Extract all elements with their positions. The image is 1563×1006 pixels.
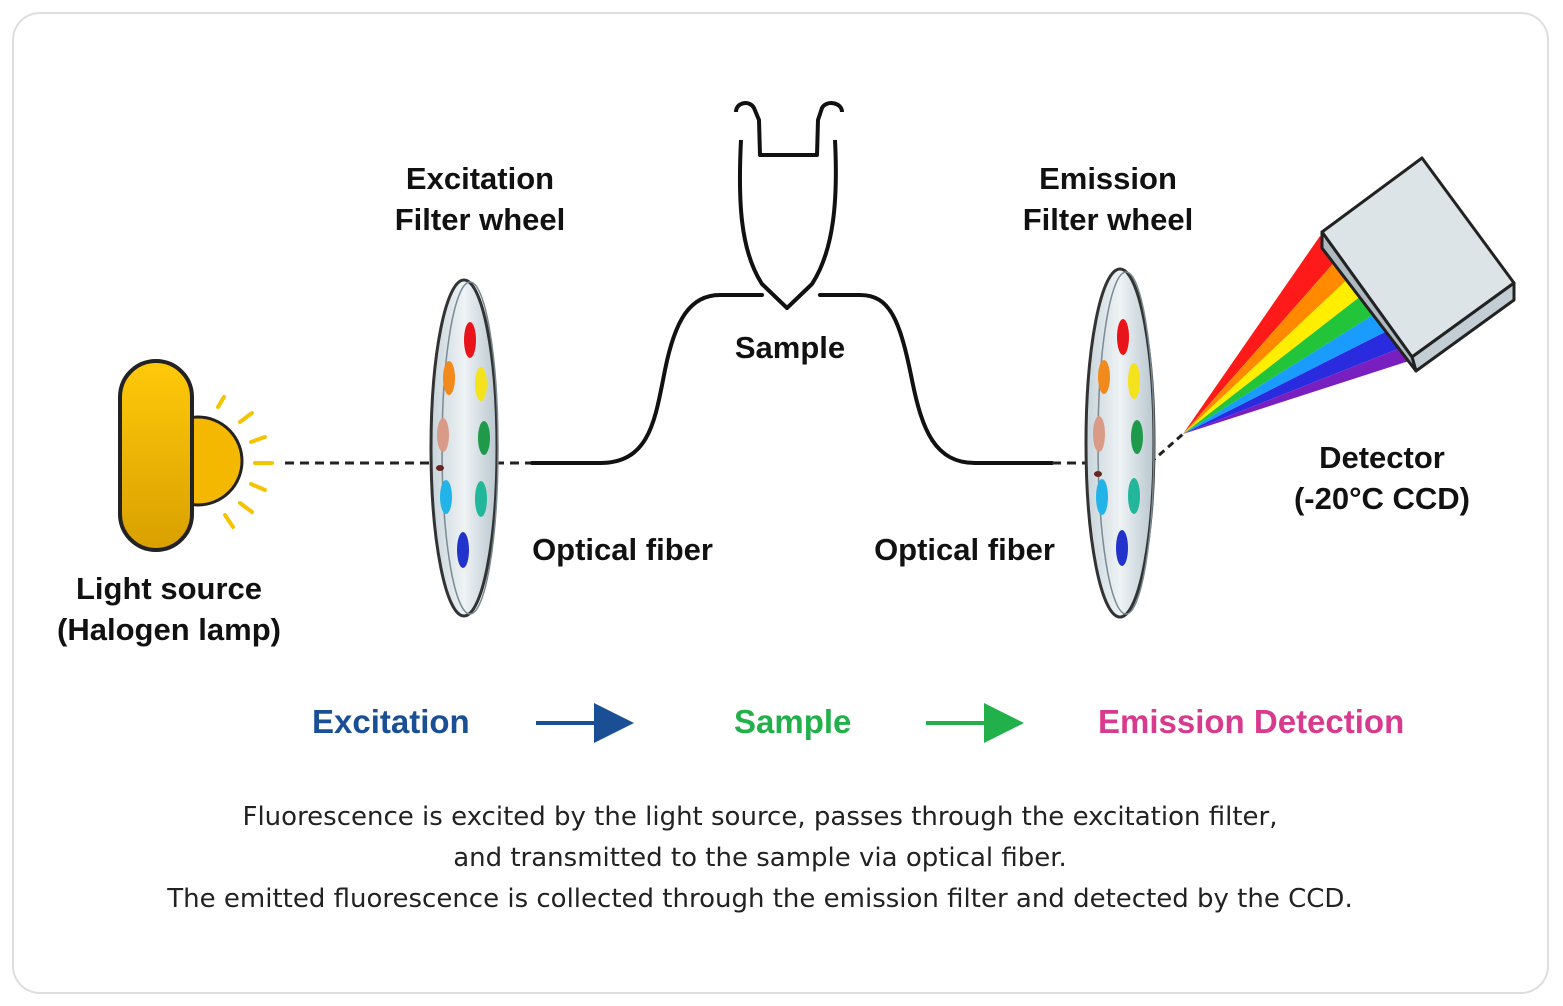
flow-step-emission-detection: Emission Detection — [1098, 703, 1405, 740]
light-source-label-line2: (Halogen lamp) — [57, 612, 281, 647]
excitation-wheel-label-line1: Excitation — [405, 161, 555, 196]
halogen-lamp-icon — [118, 359, 274, 552]
light-source-label-line1: Light source — [75, 571, 262, 606]
sample-label: Sample — [734, 330, 846, 365]
detector-label-line1: Detector — [1319, 440, 1445, 475]
diagram-card — [12, 12, 1549, 994]
sample-cuvette-icon — [734, 101, 844, 310]
optical-fiber-right-label: Optical fiber — [874, 532, 1055, 567]
emission-wheel-label-line1: Emission — [1039, 161, 1177, 196]
detector-label-line2: (-20°C CCD) — [1293, 481, 1470, 516]
flow-step-sample: Sample — [734, 703, 852, 740]
ccd-detector-icon — [1320, 156, 1516, 373]
emission-wheel-label-line2: Filter wheel — [1022, 202, 1194, 237]
emission-filter-wheel — [1084, 267, 1156, 619]
flow-step-excitation: Excitation — [312, 703, 470, 740]
excitation-filter-wheel — [429, 278, 499, 618]
optical-fiber-left-label: Optical fiber — [532, 532, 713, 567]
caption-line-2: and transmitted to the sample via optica… — [453, 843, 1067, 873]
caption-line-3: The emitted fluorescence is collected th… — [167, 884, 1353, 914]
excitation-wheel-label: Excitation Filter wheel — [370, 158, 590, 240]
spectrum-rays — [1183, 236, 1412, 434]
emission-wheel-label: Emission Filter wheel — [998, 158, 1218, 240]
optical-fiber-path — [530, 293, 1054, 465]
caption-line-1: Fluorescence is excited by the light sou… — [242, 802, 1278, 832]
detector-label: Detector (-20°C CCD) — [1277, 437, 1487, 519]
detector-beam — [1149, 432, 1184, 465]
light-source-label: Light source (Halogen lamp) — [38, 568, 300, 650]
excitation-wheel-label-line2: Filter wheel — [394, 202, 566, 237]
